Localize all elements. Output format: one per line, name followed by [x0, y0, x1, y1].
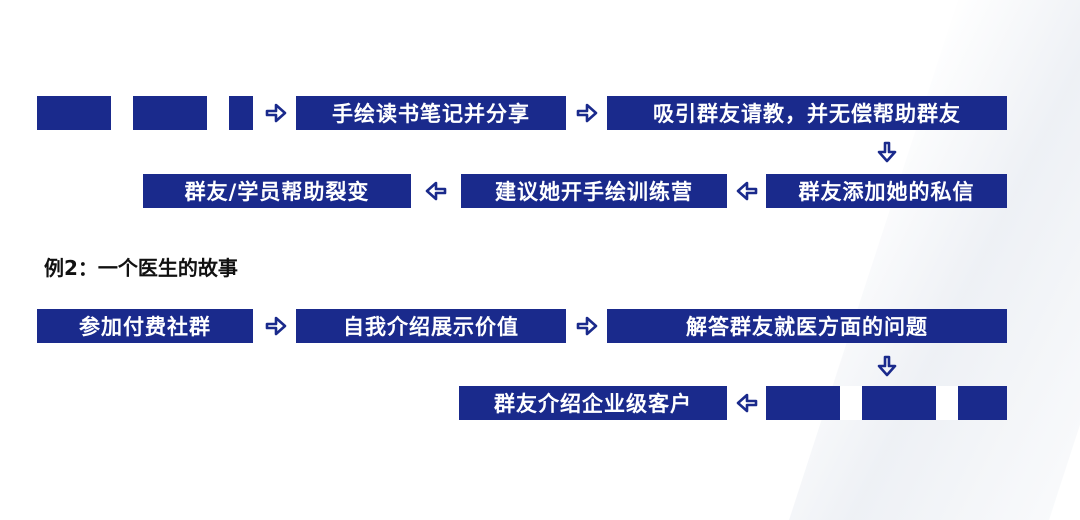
- arrow-down-icon: [877, 141, 897, 163]
- flow1-step-4: 群友添加她的私信: [766, 174, 1007, 208]
- flow1-step-2: 手绘读书笔记并分享: [296, 96, 566, 130]
- background-decoration: [789, 0, 1080, 520]
- flow1-step-1: [37, 96, 253, 130]
- flow1-step-6: 群友/学员帮助裂变: [143, 174, 411, 208]
- flow2-step-2: 自我介绍展示价值: [296, 309, 566, 343]
- flow2-step-3: 解答群友就医方面的问题: [607, 309, 1007, 343]
- arrow-left-icon: [736, 181, 758, 201]
- flow2-step-4: [766, 386, 1007, 420]
- arrow-right-icon: [576, 103, 598, 123]
- flow2-step-5: 群友介绍企业级客户: [459, 386, 727, 420]
- flow1-step-5: 建议她开手绘训练营: [461, 174, 727, 208]
- arrow-right-icon: [576, 316, 598, 336]
- flow2-step-1: 参加付费社群: [37, 309, 253, 343]
- arrow-left-icon: [736, 393, 758, 413]
- arrow-left-icon: [425, 181, 447, 201]
- flow1-step-3: 吸引群友请教，并无偿帮助群友: [607, 96, 1007, 130]
- arrow-right-icon: [265, 103, 287, 123]
- arrow-right-icon: [265, 316, 287, 336]
- arrow-down-icon: [877, 355, 897, 377]
- example2-heading: 例2：一个医生的故事: [44, 256, 238, 280]
